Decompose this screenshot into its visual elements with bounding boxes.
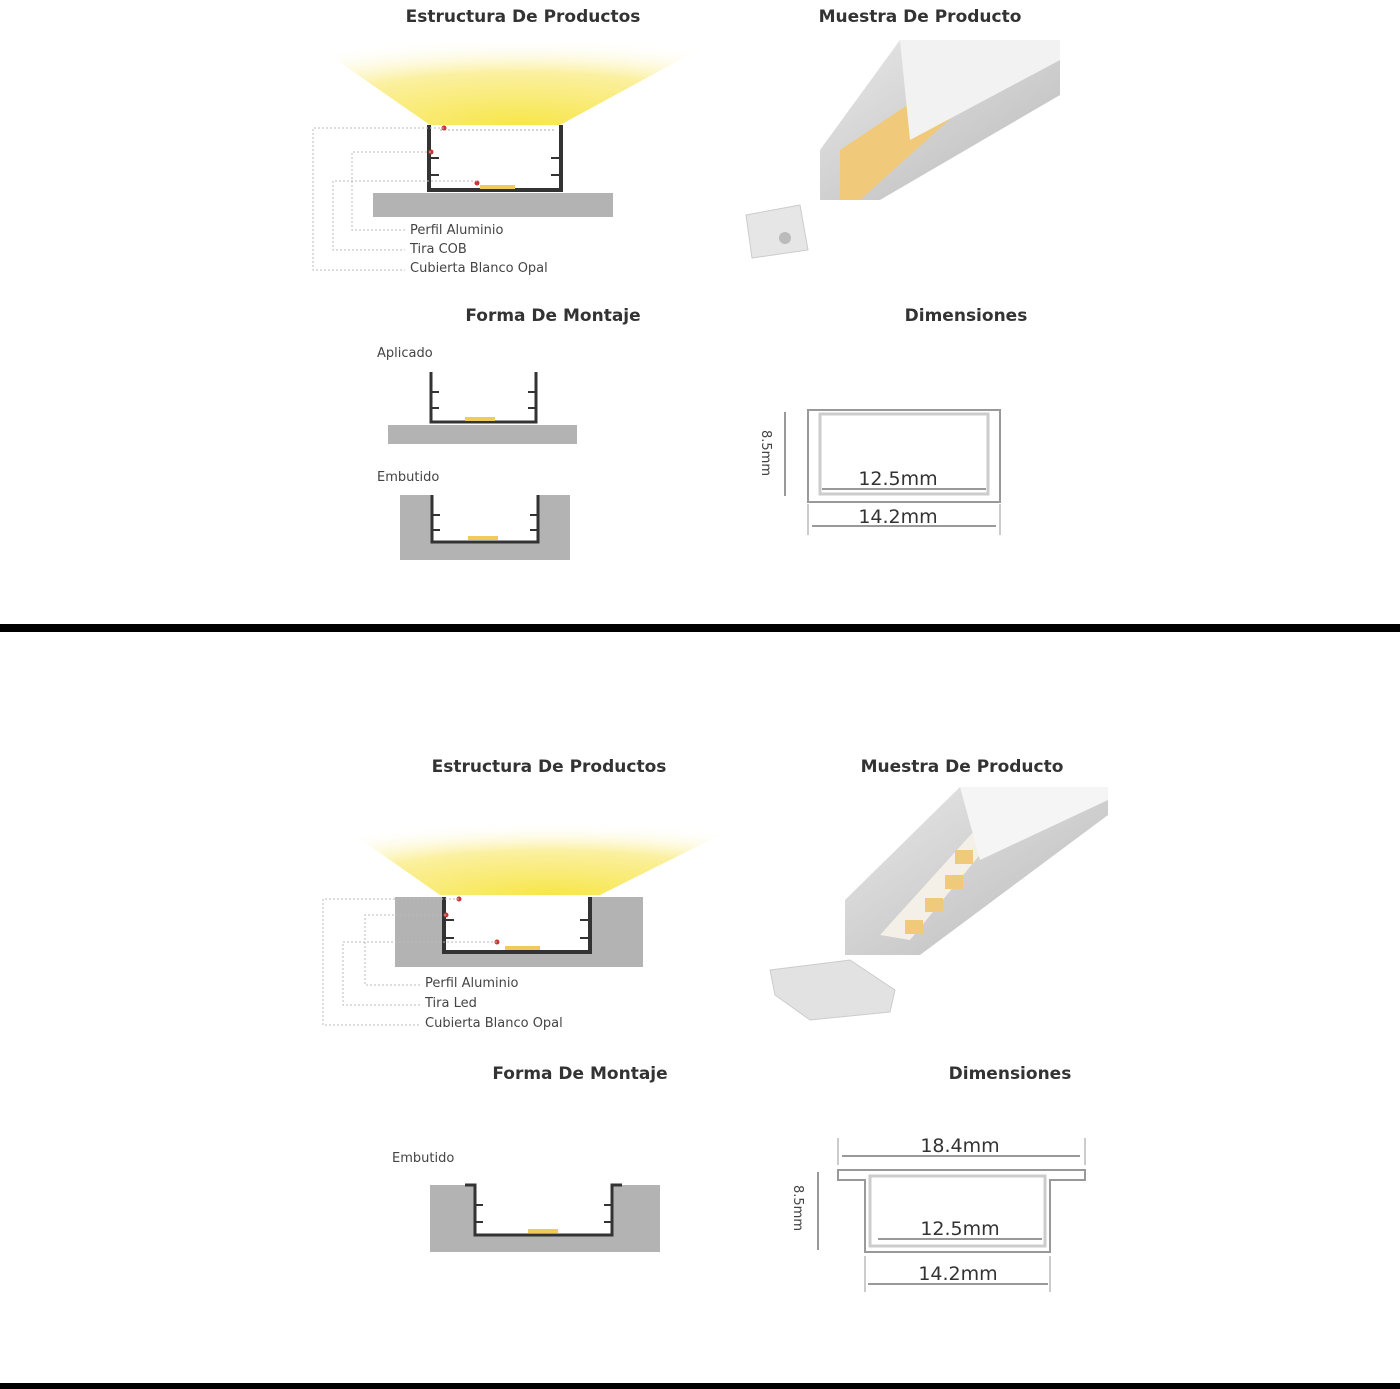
panel-1: Estructura De Productos Muestra De Produ… — [250, 0, 1060, 560]
label-cover: Cubierta Blanco Opal — [425, 1016, 563, 1031]
mounting-title: Forma De Montaje — [465, 306, 640, 326]
surface-mount-diagram — [388, 372, 577, 444]
dim-outer: 14.2mm — [858, 506, 937, 528]
dim-inner: 12.5mm — [858, 468, 937, 490]
mounting-title: Forma De Montaje — [492, 1064, 667, 1084]
structure-diagram — [312, 125, 613, 271]
label-profile: Perfil Aluminio — [425, 976, 519, 991]
dimensions-title: Dimensiones — [949, 1064, 1072, 1084]
structure-title: Estructura De Productos — [406, 7, 641, 27]
dim-height: 8.5mm — [790, 1185, 805, 1231]
mount-recessed-label: Embutido — [377, 470, 439, 485]
divider — [0, 1383, 1400, 1389]
structure-title: Estructura De Productos — [432, 757, 667, 777]
label-strip: Tira Led — [424, 996, 477, 1011]
sample-title: Muestra De Producto — [819, 7, 1022, 27]
light-cone — [290, 790, 810, 895]
dim-inner: 12.5mm — [920, 1218, 999, 1240]
label-cover: Cubierta Blanco Opal — [410, 261, 548, 276]
dimension-drawing — [784, 409, 1001, 535]
dimensions-title: Dimensiones — [905, 306, 1028, 326]
mount-surface-label: Aplicado — [377, 346, 433, 361]
product-sample-image — [769, 787, 1108, 1021]
label-strip: Tira COB — [409, 242, 467, 257]
recessed-mount-diagram — [430, 1183, 660, 1252]
dimension-drawing — [817, 1138, 1086, 1292]
divider — [0, 624, 1400, 632]
light-cone — [250, 0, 790, 125]
product-sample-image — [745, 40, 1060, 259]
panel-2: Estructura De Productos Muestra De Produ… — [290, 757, 1108, 1292]
dim-flange: 18.4mm — [920, 1135, 999, 1157]
label-profile: Perfil Aluminio — [410, 223, 504, 238]
recessed-mount-diagram — [400, 495, 570, 560]
sample-title: Muestra De Producto — [861, 757, 1064, 777]
dim-outer: 14.2mm — [918, 1263, 997, 1285]
structure-diagram — [322, 896, 643, 1026]
mount-recessed-label: Embutido — [392, 1151, 454, 1166]
dim-height: 8.5mm — [758, 430, 773, 476]
